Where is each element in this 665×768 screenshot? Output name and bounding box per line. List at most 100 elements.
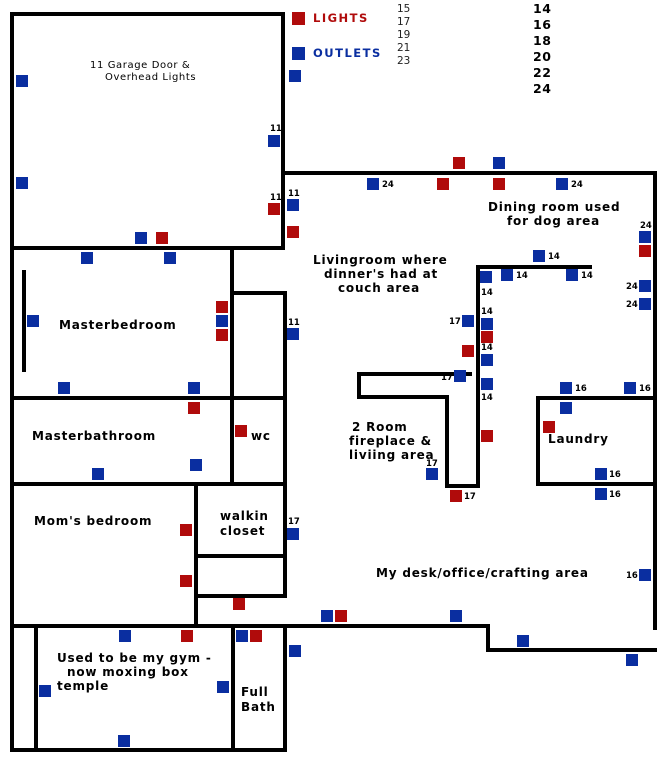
- fullbath-label-line2: Bath: [241, 700, 276, 714]
- light-marker: [437, 178, 449, 190]
- outlet-marker: [289, 70, 301, 82]
- circuit-right-0: 14: [533, 1, 551, 16]
- outlet-marker: [39, 685, 51, 697]
- outlet-marker: [493, 157, 505, 169]
- walkin-label-line1: walkin: [220, 509, 269, 523]
- outlet-marker: [188, 382, 200, 394]
- walls: [10, 12, 657, 752]
- fixture-label: 17: [464, 492, 476, 502]
- fireplace-label-line3: liviing area: [349, 448, 434, 462]
- light-marker: [156, 232, 168, 244]
- outlet-marker: [454, 370, 466, 382]
- light-marker: [268, 203, 280, 215]
- legend: LIGHTS OUTLETS: [292, 11, 382, 60]
- outlet-marker: [450, 610, 462, 622]
- fixture-label: 14: [481, 288, 493, 298]
- light-marker: [481, 430, 493, 442]
- fixture-label: 14: [481, 343, 493, 353]
- gym-label-line1: Used to be my gym -: [57, 651, 212, 665]
- garage-walls: [10, 12, 285, 250]
- circuit-left-1: 17: [397, 16, 410, 28]
- light-marker: [181, 630, 193, 642]
- office-label: My desk/office/crafting area: [376, 566, 589, 580]
- circuit-list-right: 14 16 18 20 22 24: [533, 1, 551, 96]
- light-marker: [250, 630, 262, 642]
- gym-label-line3: temple: [57, 679, 109, 693]
- circuit-left-4: 23: [397, 55, 410, 67]
- fixture-label: 16: [575, 384, 587, 394]
- fixture-label: 14: [516, 271, 528, 281]
- light-marker: [216, 329, 228, 341]
- circuit-right-3: 20: [533, 49, 551, 64]
- fixture-label: 16: [609, 470, 621, 480]
- fixture-label: 11: [270, 124, 282, 134]
- masterbathroom-label: Masterbathroom: [32, 429, 156, 443]
- circuit-right-5: 24: [533, 81, 551, 96]
- outlet-marker: [595, 488, 607, 500]
- outlet-marker: [639, 569, 651, 581]
- fixture-label: 11: [288, 318, 300, 328]
- light-marker: [493, 178, 505, 190]
- fixture-label: 17: [288, 517, 300, 527]
- garage-label-line1: 11 Garage Door &: [90, 60, 190, 71]
- outlet-marker: [639, 298, 651, 310]
- outlet-marker: [236, 630, 248, 642]
- outlet-marker: [626, 654, 638, 666]
- lights-legend-label: LIGHTS: [313, 11, 369, 25]
- fixture-label: 24: [571, 180, 583, 190]
- outlet-marker: [480, 271, 492, 283]
- fixture-label: 14: [581, 271, 593, 281]
- fixture-label: 14: [548, 252, 560, 262]
- outlets-legend-label: OUTLETS: [313, 46, 382, 60]
- light-marker: [216, 301, 228, 313]
- circuit-right-2: 18: [533, 33, 551, 48]
- fixture-label: 17: [441, 373, 453, 383]
- outlets-legend-swatch: [292, 47, 305, 60]
- outlet-marker: [624, 382, 636, 394]
- lights-legend-swatch: [292, 12, 305, 25]
- light-marker: [235, 425, 247, 437]
- fixture-label: 11: [288, 189, 300, 199]
- dining-label-line1: Dining room used: [488, 200, 620, 214]
- fixture-label: 14: [481, 393, 493, 403]
- fullbath-label-line1: Full: [241, 685, 269, 699]
- central-partition-wall: [357, 265, 592, 488]
- outlet-marker: [367, 178, 379, 190]
- circuit-left-3: 21: [397, 42, 410, 54]
- masterbedroom-label: Masterbedroom: [59, 318, 177, 332]
- house-outer-wall: [281, 171, 657, 630]
- light-marker: [188, 402, 200, 414]
- fireplace-label-line2: fireplace &: [349, 434, 432, 448]
- light-marker: [233, 598, 245, 610]
- fixture-label: 24: [382, 180, 394, 190]
- outlet-marker: [164, 252, 176, 264]
- light-marker: [180, 575, 192, 587]
- outlet-marker: [566, 269, 578, 281]
- outlet-marker: [287, 199, 299, 211]
- fixture-label: 16: [626, 571, 638, 581]
- fixture-label: 24: [626, 282, 638, 292]
- outlet-marker: [268, 135, 280, 147]
- outlet-marker: [560, 382, 572, 394]
- outlet-marker: [289, 645, 301, 657]
- light-marker: [481, 331, 493, 343]
- outlet-marker: [135, 232, 147, 244]
- outlet-marker: [190, 459, 202, 471]
- fixture-label: 17: [426, 459, 438, 469]
- outlet-marker: [481, 378, 493, 390]
- light-marker: [462, 345, 474, 357]
- outlet-marker: [16, 177, 28, 189]
- outlets: [16, 70, 651, 747]
- fixture-label: 11: [270, 193, 282, 203]
- fixture-labels: 11 11 11 24 24 24 24 24 11 17 14 14 14 1…: [270, 124, 652, 581]
- light-marker: [287, 226, 299, 238]
- outlet-marker: [595, 468, 607, 480]
- outlet-marker: [287, 328, 299, 340]
- laundry-walls: [536, 396, 657, 486]
- west-wing-outer-wall: [10, 246, 287, 752]
- outlet-marker: [16, 75, 28, 87]
- living-label-line3: couch area: [338, 281, 420, 295]
- outlet-marker: [58, 382, 70, 394]
- outlet-marker: [426, 468, 438, 480]
- circuit-left-0: 15: [397, 3, 410, 15]
